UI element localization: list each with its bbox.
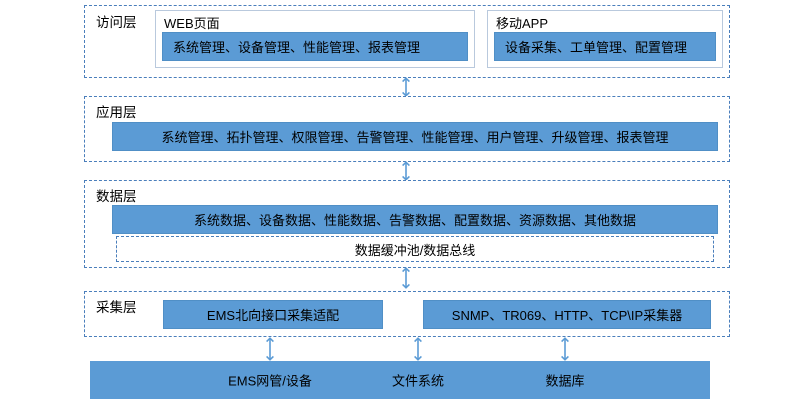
resource-item-database: 数据库 — [545, 373, 585, 389]
collection-protocol-collector-box: SNMP、TR069、HTTP、TCP\IP采集器 — [423, 300, 711, 329]
panel-web-title: WEB页面 — [164, 16, 220, 31]
web-modules-bar: 系统管理、设备管理、性能管理、报表管理 — [162, 32, 468, 61]
data-bus-box: 数据缓冲池/数据总线 — [116, 236, 714, 262]
connector-access-application — [399, 76, 413, 98]
connector-collection-filesystem — [411, 336, 425, 362]
resource-item-filesystem: 文件系统 — [391, 373, 445, 389]
layer-access-label: 访问层 — [96, 15, 137, 30]
collection-ems-adapter-box: EMS北向接口采集适配 — [163, 300, 383, 329]
connector-collection-database — [558, 336, 572, 362]
resource-bar: EMS网管/设备 文件系统 数据库 — [90, 361, 710, 399]
app-modules-bar: 设备采集、工单管理、配置管理 — [494, 32, 716, 61]
layer-application-label: 应用层 — [96, 105, 137, 120]
application-modules-bar: 系统管理、拓扑管理、权限管理、告警管理、性能管理、用户管理、升级管理、报表管理 — [112, 122, 718, 151]
data-categories-bar: 系统数据、设备数据、性能数据、告警数据、配置数据、资源数据、其他数据 — [112, 205, 718, 234]
connector-collection-ems — [263, 336, 277, 362]
panel-mobile-app-title: 移动APP — [496, 16, 549, 31]
connector-data-collection — [399, 266, 413, 290]
layer-data-label: 数据层 — [96, 189, 137, 204]
layer-collection-label: 采集层 — [96, 300, 137, 315]
resource-item-ems: EMS网管/设备 — [228, 373, 312, 389]
connector-application-data — [399, 160, 413, 182]
